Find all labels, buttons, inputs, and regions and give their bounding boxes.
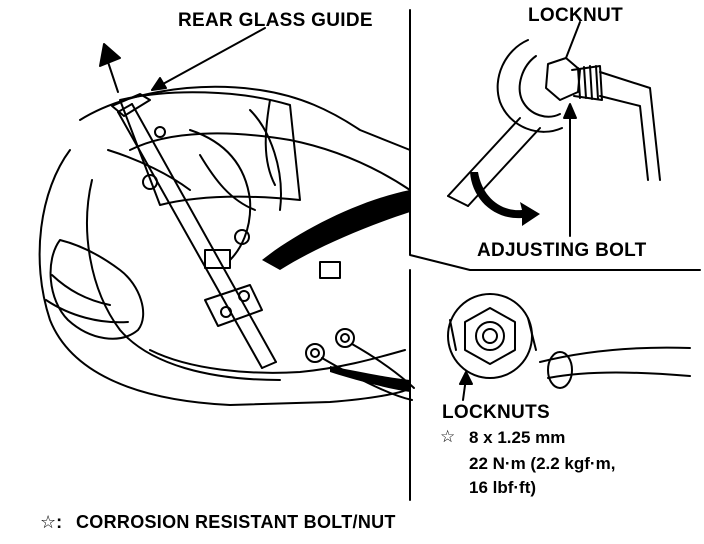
adjusting-bolt bbox=[571, 65, 603, 101]
cable bbox=[199, 154, 256, 211]
guide-rail bbox=[117, 111, 263, 369]
guide-rail bbox=[131, 103, 277, 363]
nut-washer bbox=[447, 293, 533, 379]
guide-rail bbox=[117, 103, 133, 113]
nut-side-ear bbox=[527, 317, 537, 351]
spec-size: 8 x 1.25 mm bbox=[469, 428, 566, 447]
leader-locknuts-detail-head bbox=[459, 371, 473, 385]
nut-bolt-end bbox=[475, 321, 505, 351]
bolt-thread bbox=[583, 66, 587, 99]
door-locknut bbox=[310, 348, 320, 358]
door-locknut bbox=[335, 328, 355, 348]
locknuts-label: LOCKNUTS bbox=[442, 402, 550, 423]
bolt-thread bbox=[589, 65, 593, 100]
footer-note: CORROSION RESISTANT BOLT/NUT bbox=[76, 512, 396, 532]
locknut-shape bbox=[545, 57, 581, 101]
bolt-rail bbox=[599, 71, 661, 181]
guide-rail bbox=[261, 361, 277, 369]
removal-arrow bbox=[107, 61, 119, 93]
rotation-arrow bbox=[470, 172, 540, 226]
cable bbox=[249, 109, 282, 211]
glass-edge bbox=[119, 91, 301, 206]
bolt-rail bbox=[599, 95, 649, 181]
bolt-thread bbox=[577, 67, 581, 99]
nut-hex bbox=[464, 307, 516, 365]
removal-arrow bbox=[99, 43, 121, 67]
cable bbox=[264, 99, 276, 186]
wrench bbox=[518, 55, 561, 118]
wrench-handle bbox=[447, 117, 521, 197]
door-trim bbox=[45, 299, 129, 324]
leader-rear-glass-guide-head bbox=[151, 77, 167, 91]
glass-edge bbox=[107, 149, 191, 191]
door-trim bbox=[51, 274, 111, 306]
guide-top-bracket bbox=[111, 93, 151, 117]
door-inner-line bbox=[129, 132, 411, 191]
spec-star-icon: ☆ bbox=[440, 427, 456, 446]
door-inner-line bbox=[86, 179, 281, 381]
leader-locknut bbox=[565, 21, 581, 59]
clip bbox=[234, 229, 250, 245]
bolt-thread bbox=[595, 65, 599, 100]
door-locknut bbox=[305, 343, 325, 363]
clip bbox=[142, 174, 158, 190]
leader-rear-glass-guide bbox=[151, 27, 266, 91]
door-trim bbox=[49, 239, 145, 340]
wrench bbox=[496, 39, 563, 133]
adjusting-bolt-label: ADJUSTING BOLT bbox=[477, 240, 647, 261]
nut-side-ear bbox=[449, 319, 457, 351]
bracket-bolt bbox=[238, 290, 250, 302]
lower-bracket bbox=[204, 284, 263, 327]
door-locknut bbox=[340, 333, 350, 343]
connector bbox=[204, 249, 231, 269]
connector bbox=[319, 261, 341, 279]
door-panel-outline bbox=[38, 149, 411, 406]
cable bbox=[189, 129, 252, 261]
spec-torque-nm: 22 N·m (2.2 kgf·m, bbox=[469, 454, 616, 473]
tube-fitting bbox=[547, 351, 573, 389]
leader-adjusting-bolt-head bbox=[563, 103, 577, 119]
callout-wedge-lower bbox=[330, 366, 410, 392]
spec-torque-lbf: 16 lbf·ft) bbox=[469, 478, 537, 497]
clip bbox=[154, 126, 166, 138]
tube bbox=[547, 371, 691, 379]
tube bbox=[539, 346, 691, 363]
footer-star-symbol: ☆: bbox=[40, 512, 63, 532]
upper-detail-frame bbox=[409, 9, 701, 271]
bracket-bolt bbox=[220, 306, 232, 318]
rear-glass-guide-label: REAR GLASS GUIDE bbox=[178, 10, 373, 31]
wrench-handle bbox=[447, 195, 469, 207]
locknut-label: LOCKNUT bbox=[528, 5, 623, 26]
nut-bolt-end bbox=[482, 328, 498, 344]
door-inner-line bbox=[149, 349, 406, 374]
callout-wedge-upper bbox=[262, 190, 410, 270]
leader-locknuts bbox=[321, 357, 413, 401]
